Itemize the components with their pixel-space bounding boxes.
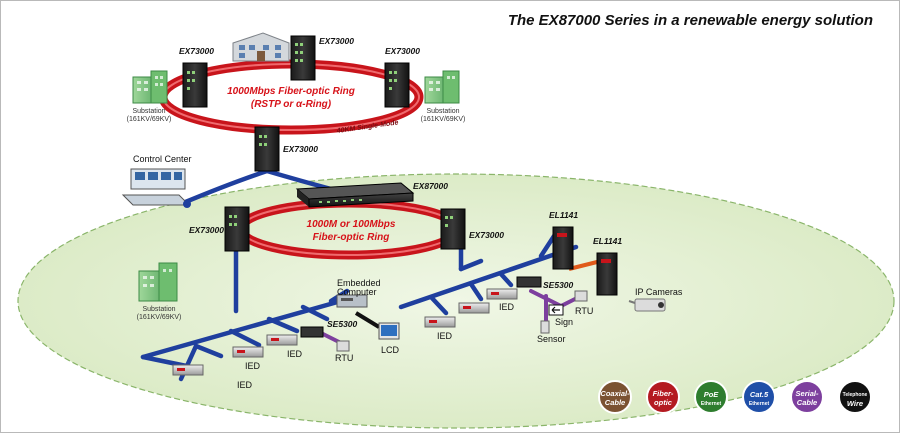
substation-field-name: Substation bbox=[142, 306, 175, 313]
legend-serial-line2: Cable bbox=[797, 398, 817, 407]
ex73000-right-label: EX73000 bbox=[385, 46, 420, 56]
telephone-wire-line bbox=[354, 311, 381, 329]
ip-cameras-label: IP Cameras bbox=[635, 287, 683, 297]
substation-left: Substation (161KV/69KV) bbox=[127, 70, 172, 123]
legend-cat5-ethernet: Cat.5 Ethernet bbox=[742, 380, 776, 414]
legend-fiber-line2: optic bbox=[654, 398, 673, 407]
substation-left-kv: (161KV/69KV) bbox=[127, 116, 172, 123]
legend-serial-badge bbox=[790, 380, 824, 414]
substation-right-name: Substation bbox=[426, 108, 459, 115]
diagram-title: The EX87000 Series in a renewable energy… bbox=[508, 12, 873, 29]
upper-ring-label-1: 1000Mbps Fiber-optic Ring bbox=[227, 86, 355, 97]
ied-6-device bbox=[486, 288, 518, 300]
legend-coaxial-line2: Cable bbox=[605, 398, 625, 407]
legend-telephone-wire: Telephone Wire bbox=[838, 380, 872, 414]
sign-icon bbox=[548, 304, 564, 316]
ex73000-right-switch bbox=[384, 62, 410, 108]
se5300-right-label: SE5300 bbox=[543, 280, 574, 290]
sensor-label: Sensor bbox=[537, 334, 566, 344]
ied-2-label: IED bbox=[245, 361, 261, 371]
lcd-label: LCD bbox=[381, 345, 400, 355]
sign-label: Sign bbox=[555, 317, 573, 327]
ex73000-top-switch bbox=[290, 35, 316, 81]
ied-4-label: IED bbox=[437, 331, 453, 341]
ex73000-left-label: EX73000 bbox=[179, 46, 214, 56]
ied-1-device bbox=[172, 364, 204, 376]
ied-3-device bbox=[266, 334, 298, 346]
el1141-b-converter bbox=[596, 252, 618, 296]
legend-fiber-line1: Fiber- bbox=[653, 389, 674, 398]
legend-telephone-line2: Wire bbox=[847, 399, 863, 408]
ip-camera-icon bbox=[628, 298, 666, 312]
ex73000-lower-left-switch bbox=[224, 206, 250, 252]
ied-1-label: IED bbox=[237, 380, 253, 390]
el1141-b-label: EL1141 bbox=[593, 236, 622, 246]
rtu-left-label: RTU bbox=[335, 353, 353, 363]
ex73000-lower-right-switch bbox=[440, 208, 466, 250]
legend-coaxial-line1: Coaxial- bbox=[600, 389, 630, 398]
embedded-computer-label-2: Computer bbox=[337, 287, 377, 297]
substation-left-name: Substation bbox=[132, 108, 165, 115]
se5300-left-server bbox=[300, 326, 324, 338]
ex73000-mid-label: EX73000 bbox=[283, 144, 318, 154]
lcd-monitor-icon bbox=[378, 322, 400, 340]
ied-3-label: IED bbox=[287, 349, 303, 359]
se5300-left-label: SE5300 bbox=[327, 319, 358, 329]
ied-4-device bbox=[424, 316, 456, 328]
legend-serial-cable: Serial- Cable bbox=[790, 380, 824, 414]
legend-poe-line2: Ethernet bbox=[701, 401, 722, 407]
rtu-left-icon bbox=[336, 340, 350, 352]
ied-2-device bbox=[232, 346, 264, 358]
ex73000-mid-switch bbox=[254, 126, 280, 172]
legend-fiber-badge bbox=[646, 380, 680, 414]
substation-right: Substation (161KV/69KV) bbox=[421, 70, 466, 123]
substation-right-kv: (161KV/69KV) bbox=[421, 116, 466, 123]
ex87000-label: EX87000 bbox=[413, 181, 448, 191]
legend-telephone-badge bbox=[838, 380, 872, 414]
office-building-icon bbox=[232, 32, 290, 62]
legend-poe-ethernet: PoE Ethernet bbox=[694, 380, 728, 414]
ied-5-label: IED bbox=[499, 302, 515, 312]
control-center-label: Control Center bbox=[133, 154, 192, 164]
legend-poe-line1: PoE bbox=[704, 390, 720, 399]
legend-cat5-line2: Ethernet bbox=[749, 401, 770, 407]
ex87000-rack-switch bbox=[295, 182, 415, 208]
ex73000-lower-left-label: EX73000 bbox=[189, 225, 224, 235]
substation-field-kv: (161KV/69KV) bbox=[137, 314, 182, 321]
rtu-right-label: RTU bbox=[575, 306, 593, 316]
legend-serial-line1: Serial- bbox=[796, 389, 819, 398]
lower-ring-label-2: Fiber-optic Ring bbox=[313, 232, 390, 243]
legend-poe-badge bbox=[694, 380, 728, 414]
substation-field: Substation (161KV/69KV) bbox=[137, 262, 182, 321]
legend-coaxial-badge bbox=[598, 380, 632, 414]
legend-cat5-line1: Cat.5 bbox=[750, 390, 769, 399]
el1141-a-converter bbox=[552, 226, 574, 270]
legend-telephone-line1: Telephone bbox=[843, 392, 868, 398]
legend-fiber-optic: Fiber- optic bbox=[646, 380, 680, 414]
se5300-right-server bbox=[516, 276, 542, 288]
ex73000-lower-right-label: EX73000 bbox=[469, 230, 504, 240]
lower-ring-label-1: 1000M or 100Mbps bbox=[307, 219, 396, 230]
embedded-computer-label-1: Embedded bbox=[337, 278, 381, 288]
ied-5-device bbox=[458, 302, 490, 314]
ex73000-top-label: EX73000 bbox=[319, 36, 354, 46]
legend-coaxial-cable: Coaxial- Cable bbox=[598, 380, 632, 414]
embedded-computer-icon bbox=[336, 294, 368, 308]
legend: Coaxial- Cable Fiber- optic PoE Ethernet… bbox=[598, 380, 872, 414]
legend-cat5-badge bbox=[742, 380, 776, 414]
rtu-right-icon bbox=[574, 290, 588, 302]
poe-line bbox=[568, 259, 602, 271]
el1141-a-label: EL1141 bbox=[549, 210, 578, 220]
ex73000-left-switch bbox=[182, 62, 208, 108]
sensor-icon bbox=[540, 320, 550, 334]
control-center-workstation bbox=[121, 168, 191, 208]
upper-ring-label-2: (RSTP or α-Ring) bbox=[251, 99, 332, 110]
